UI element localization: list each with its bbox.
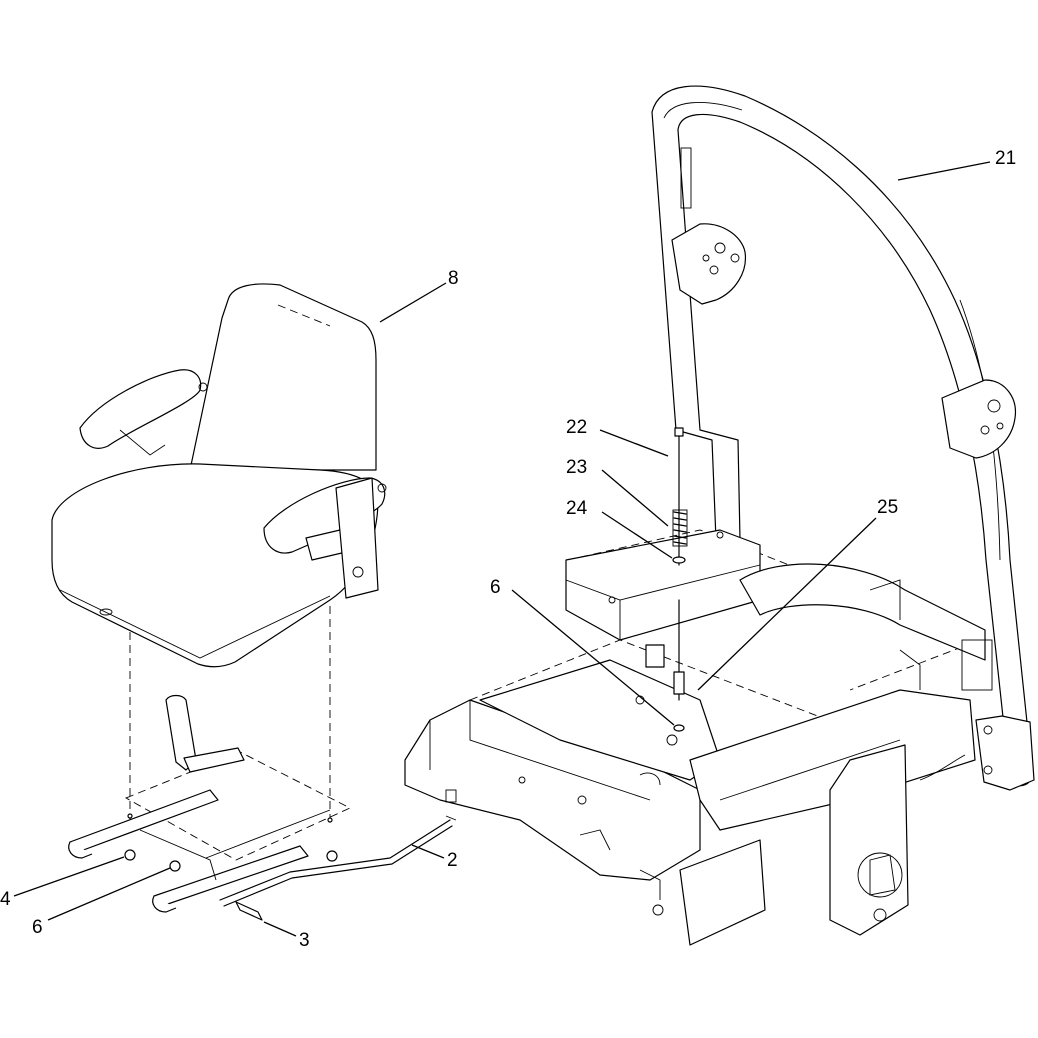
callout-labels: 21 8 22 23 24 25 6 2 3 4 6 (0, 148, 1016, 951)
leader-6-frame (511, 589, 675, 726)
leader-3 (263, 921, 297, 937)
chassis-frame (404, 427, 993, 946)
leader-25 (697, 517, 877, 691)
leader-22 (599, 429, 669, 457)
callout-6-seat: 6 (32, 917, 43, 938)
leader-lines (13, 161, 991, 937)
leader-24 (601, 511, 673, 559)
callout-3: 3 (299, 930, 310, 951)
leader-4 (13, 856, 125, 897)
callout-24: 24 (566, 498, 588, 519)
callout-4: 4 (0, 889, 11, 910)
leader-8 (379, 282, 447, 323)
callout-25: 25 (877, 497, 898, 518)
leader-2 (411, 844, 445, 859)
callout-6-frame: 6 (490, 577, 501, 598)
seat (51, 283, 387, 822)
callout-8: 8 (448, 268, 459, 289)
leader-6-seat (47, 867, 171, 921)
callout-21: 21 (995, 148, 1016, 169)
leader-23 (601, 469, 669, 527)
seat-base (68, 694, 457, 921)
callout-22: 22 (566, 417, 587, 438)
callout-2: 2 (447, 850, 458, 871)
roll-bar (651, 85, 1035, 791)
leader-21 (897, 161, 991, 181)
callout-23: 23 (566, 457, 587, 478)
